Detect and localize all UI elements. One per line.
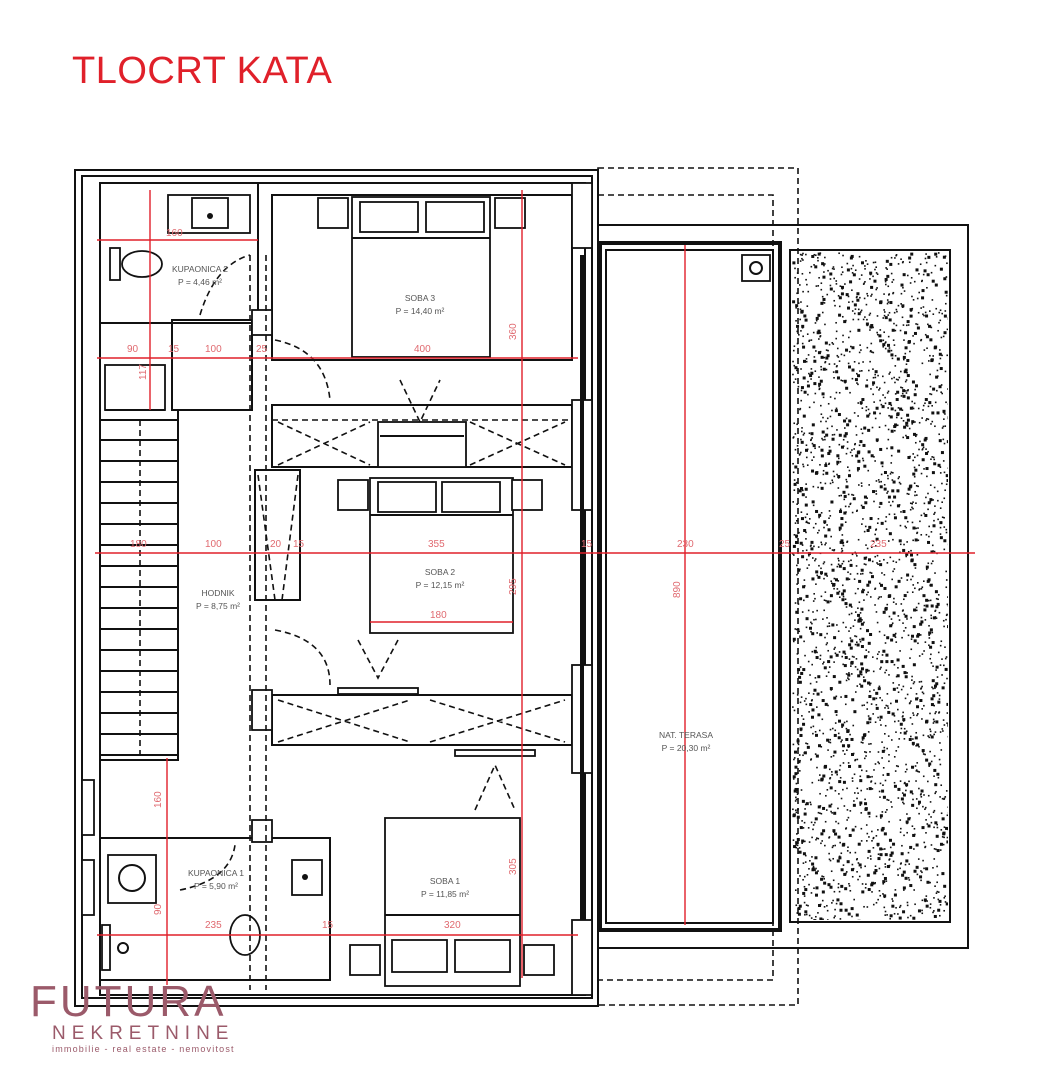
dim-label: 25 — [256, 344, 268, 355]
dim-label: 15 — [293, 539, 305, 550]
dim-label: 400 — [414, 344, 431, 355]
room-area-kupaonica2: P = 4,46 m² — [178, 277, 222, 287]
gravel-fill — [792, 252, 948, 920]
room-name-terasa: NAT. TERASA — [659, 730, 713, 740]
plan-title: TLOCRT KATA — [72, 50, 333, 92]
dim-label: 180 — [430, 610, 447, 621]
logo-tagline: immobilie - real estate - nemovitost — [52, 1044, 235, 1054]
room-area-soba2: P = 12,15 m² — [416, 580, 465, 590]
dim-label: 320 — [444, 920, 461, 931]
dim-label: 890 — [672, 581, 683, 598]
room-area-soba1: P = 11,85 m² — [421, 889, 469, 899]
dim-label: 15 — [168, 344, 180, 355]
dim-label: 100 — [205, 344, 222, 355]
room-name-soba1: SOBA 1 — [430, 876, 461, 886]
dim-label: 15 — [322, 920, 334, 931]
dimension-labels: 160 90 15 100 25 400 360 117 180 100 20 … — [127, 228, 887, 931]
terrace — [597, 167, 969, 1006]
toilet-icon — [121, 250, 163, 278]
dim-label: 160 — [153, 791, 164, 808]
staircase — [99, 419, 179, 761]
dim-label: 235 — [205, 920, 222, 931]
room-name-soba2: SOBA 2 — [425, 567, 456, 577]
dim-label: 90 — [153, 903, 164, 915]
room-area-soba3: P = 14,40 m² — [396, 306, 445, 316]
dimension-lines — [95, 190, 975, 985]
washing-machine-icon — [107, 854, 157, 904]
drain-icon — [741, 254, 771, 282]
dim-label: 295 — [508, 578, 519, 595]
dim-label: 230 — [677, 539, 694, 550]
room-labels: KUPAONICA 2 P = 4,46 m² SOBA 3 P = 14,40… — [172, 264, 713, 899]
dim-label: 235 — [870, 539, 887, 550]
dim-label: 100 — [205, 539, 222, 550]
company-logo: FUTURA NEKRETNINE immobilie - real estat… — [30, 977, 235, 1055]
dim-label: 360 — [508, 323, 519, 340]
room-area-hodnik: P = 8,75 m² — [196, 601, 240, 611]
dim-label: 25 — [779, 539, 791, 550]
dim-label: 305 — [508, 858, 519, 875]
logo-sub: NEKRETNINE — [52, 1023, 235, 1044]
room-area-terasa: P = 20,30 m² — [662, 743, 711, 753]
logo-brand: FUTURA — [30, 977, 227, 1026]
room-name-hodnik: HODNIK — [201, 588, 234, 598]
room-name-kupaonica1: KUPAONICA 1 — [188, 868, 244, 878]
dim-label: 117 — [138, 364, 149, 380]
building-walls — [74, 169, 599, 1007]
dim-label: 355 — [428, 539, 445, 550]
room-name-soba3: SOBA 3 — [405, 293, 436, 303]
dim-label: 160 — [166, 228, 183, 239]
room-area-kupaonica1: P = 5,90 m² — [194, 881, 238, 891]
room-name-kupaonica2: KUPAONICA 2 — [172, 264, 228, 274]
dim-label: 90 — [127, 344, 139, 355]
dim-label: 180 — [130, 539, 147, 550]
dim-label: 15 — [581, 539, 593, 550]
dim-label: 20 — [270, 539, 282, 550]
